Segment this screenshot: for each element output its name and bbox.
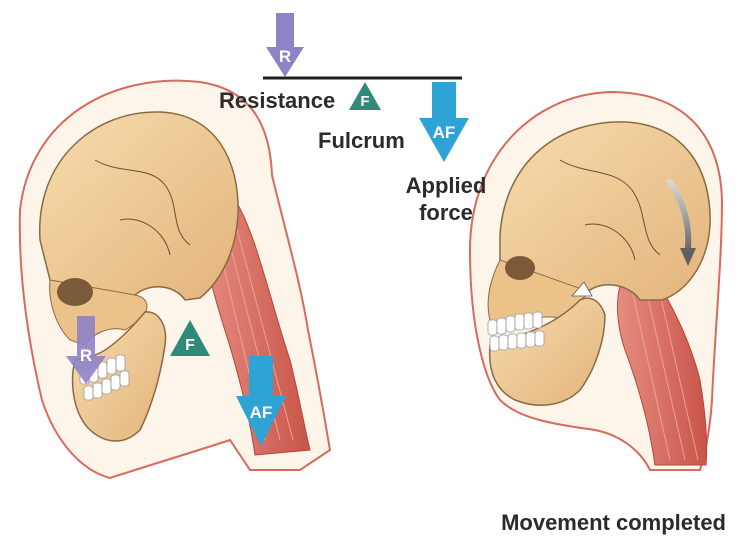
- applied-force-symbol-top: AF: [433, 123, 456, 142]
- resistance-symbol-top: R: [279, 47, 291, 66]
- applied-force-symbol-left: AF: [250, 403, 273, 422]
- fulcrum-label: Fulcrum: [318, 128, 405, 153]
- left-head-illustration: [20, 81, 330, 478]
- fulcrum-symbol-left: F: [185, 337, 195, 354]
- applied-force-label-line1: Applied: [406, 173, 487, 198]
- applied-force-arrow-top: AF: [419, 82, 469, 162]
- fulcrum-triangle-top: F: [349, 82, 381, 110]
- resistance-symbol-left: R: [80, 346, 92, 365]
- resistance-label: Resistance: [219, 88, 335, 113]
- fulcrum-symbol-top: F: [360, 93, 369, 110]
- resistance-arrow-top: R: [266, 13, 304, 77]
- caption-movement-completed: Movement completed: [501, 510, 726, 535]
- applied-force-label-line2: force: [419, 200, 473, 225]
- right-head-illustration: [470, 92, 722, 470]
